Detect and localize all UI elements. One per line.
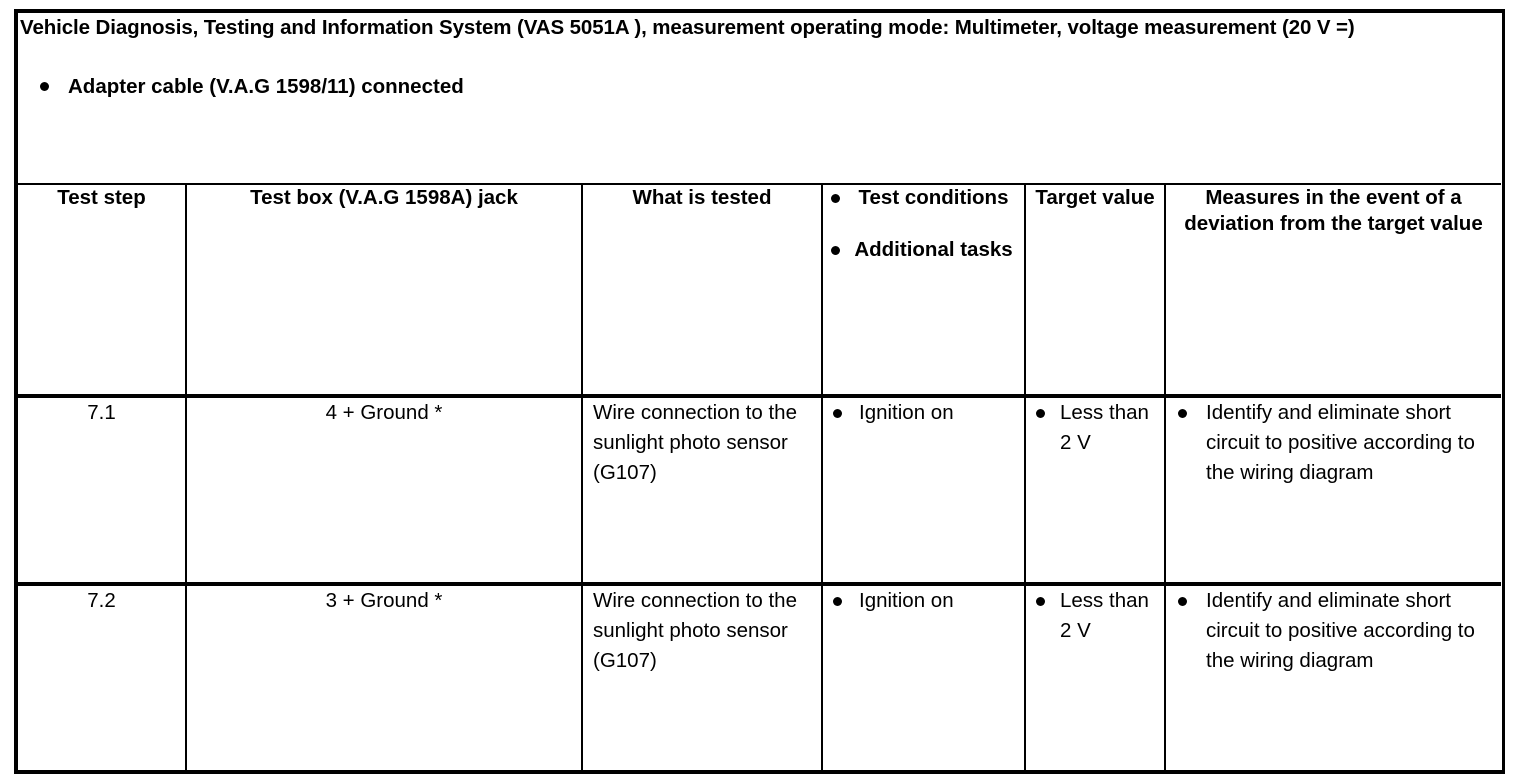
test-step-table: Test step Test box (V.A.G 1598A) jack Wh… [18, 183, 1501, 774]
test-step-value: 7.2 [87, 589, 116, 612]
bullet-icon [1036, 409, 1045, 418]
column-header-label: What is tested [632, 186, 772, 209]
bullet-icon [1178, 409, 1187, 418]
target-value: Less than 2 V [1060, 401, 1149, 454]
bullet-icon [831, 246, 840, 255]
test-conditions-list: Ignition on [823, 398, 1024, 428]
cell-target-value: Less than 2 V [1024, 584, 1165, 774]
column-header-label: Measures in the event of a deviation fro… [1184, 186, 1483, 235]
bullet-icon [1036, 597, 1045, 606]
measures-list: Identify and eliminate short circuit to … [1166, 586, 1501, 676]
column-header-label: Test conditions [858, 186, 1009, 209]
document-title: Vehicle Diagnosis, Testing and Informati… [20, 16, 1355, 39]
precondition-list: Adapter cable (V.A.G 1598/11) connected [20, 73, 1490, 100]
column-header-test-box-jack: Test box (V.A.G 1598A) jack [185, 183, 582, 398]
precondition-item: Adapter cable (V.A.G 1598/11) connected [20, 73, 1490, 100]
list-item: Ignition on [823, 586, 1024, 616]
what-is-tested-value: Wire connection to the sunlight photo se… [593, 401, 797, 484]
cell-measures: Identify and eliminate short circuit to … [1164, 584, 1501, 774]
cell-test-conditions: Ignition on [821, 396, 1025, 586]
cell-measures: Identify and eliminate short circuit to … [1164, 396, 1501, 586]
test-box-jack-value: 4 + Ground * [325, 401, 443, 424]
test-conditions-list: Ignition on [823, 586, 1024, 616]
intro-block: Vehicle Diagnosis, Testing and Informati… [20, 14, 1490, 182]
column-header-what-is-tested: What is tested [581, 183, 822, 398]
table-row: 7.1 4 + Ground * Wire connection to the … [18, 396, 1501, 586]
cell-what-is-tested: Wire connection to the sunlight photo se… [581, 584, 822, 774]
column-header-test-step: Test step [18, 183, 186, 398]
column-header-label: Additional tasks [854, 238, 1013, 261]
cell-what-is-tested: Wire connection to the sunlight photo se… [581, 396, 822, 586]
table-header-row: Test step Test box (V.A.G 1598A) jack Wh… [18, 183, 1501, 398]
column-header-item: Additional tasks [823, 237, 1024, 263]
what-is-tested-value: Wire connection to the sunlight photo se… [593, 589, 797, 672]
bullet-icon [1178, 597, 1187, 606]
cell-test-box-jack: 4 + Ground * [185, 396, 582, 586]
test-condition-value: Ignition on [859, 589, 954, 612]
column-header-target-value: Target value [1024, 183, 1165, 398]
test-condition-value: Ignition on [859, 401, 954, 424]
target-value-list: Less than 2 V [1026, 398, 1164, 458]
cell-test-conditions: Ignition on [821, 584, 1025, 774]
column-header-label: Test step [57, 186, 146, 209]
list-item: Ignition on [823, 398, 1024, 428]
list-item: Less than 2 V [1026, 398, 1164, 458]
cell-test-step: 7.1 [18, 396, 186, 586]
measure-value: Identify and eliminate short circuit to … [1206, 401, 1475, 484]
table-row: 7.2 3 + Ground * Wire connection to the … [18, 584, 1501, 774]
column-header-measures: Measures in the event of a deviation fro… [1164, 183, 1501, 398]
list-item: Less than 2 V [1026, 586, 1164, 646]
bullet-icon [40, 82, 49, 91]
precondition-text: Adapter cable (V.A.G 1598/11) connected [68, 75, 464, 98]
column-header-test-conditions: Test conditions Additional tasks [821, 183, 1025, 398]
target-value: Less than 2 V [1060, 589, 1149, 642]
target-value-list: Less than 2 V [1026, 586, 1164, 646]
bullet-icon [833, 409, 842, 418]
list-item: Identify and eliminate short circuit to … [1166, 398, 1501, 488]
cell-test-box-jack: 3 + Ground * [185, 584, 582, 774]
test-box-jack-value: 3 + Ground * [325, 589, 443, 612]
column-header-list: Test conditions Additional tasks [823, 185, 1024, 263]
bullet-icon [833, 597, 842, 606]
column-header-item: Test conditions [823, 185, 1024, 211]
cell-test-step: 7.2 [18, 584, 186, 774]
cell-target-value: Less than 2 V [1024, 396, 1165, 586]
list-item: Identify and eliminate short circuit to … [1166, 586, 1501, 676]
test-step-value: 7.1 [87, 401, 116, 424]
measures-list: Identify and eliminate short circuit to … [1166, 398, 1501, 488]
measure-value: Identify and eliminate short circuit to … [1206, 589, 1475, 672]
column-header-label: Target value [1035, 186, 1155, 209]
column-header-label: Test box (V.A.G 1598A) jack [250, 186, 518, 209]
bullet-icon [831, 194, 840, 203]
